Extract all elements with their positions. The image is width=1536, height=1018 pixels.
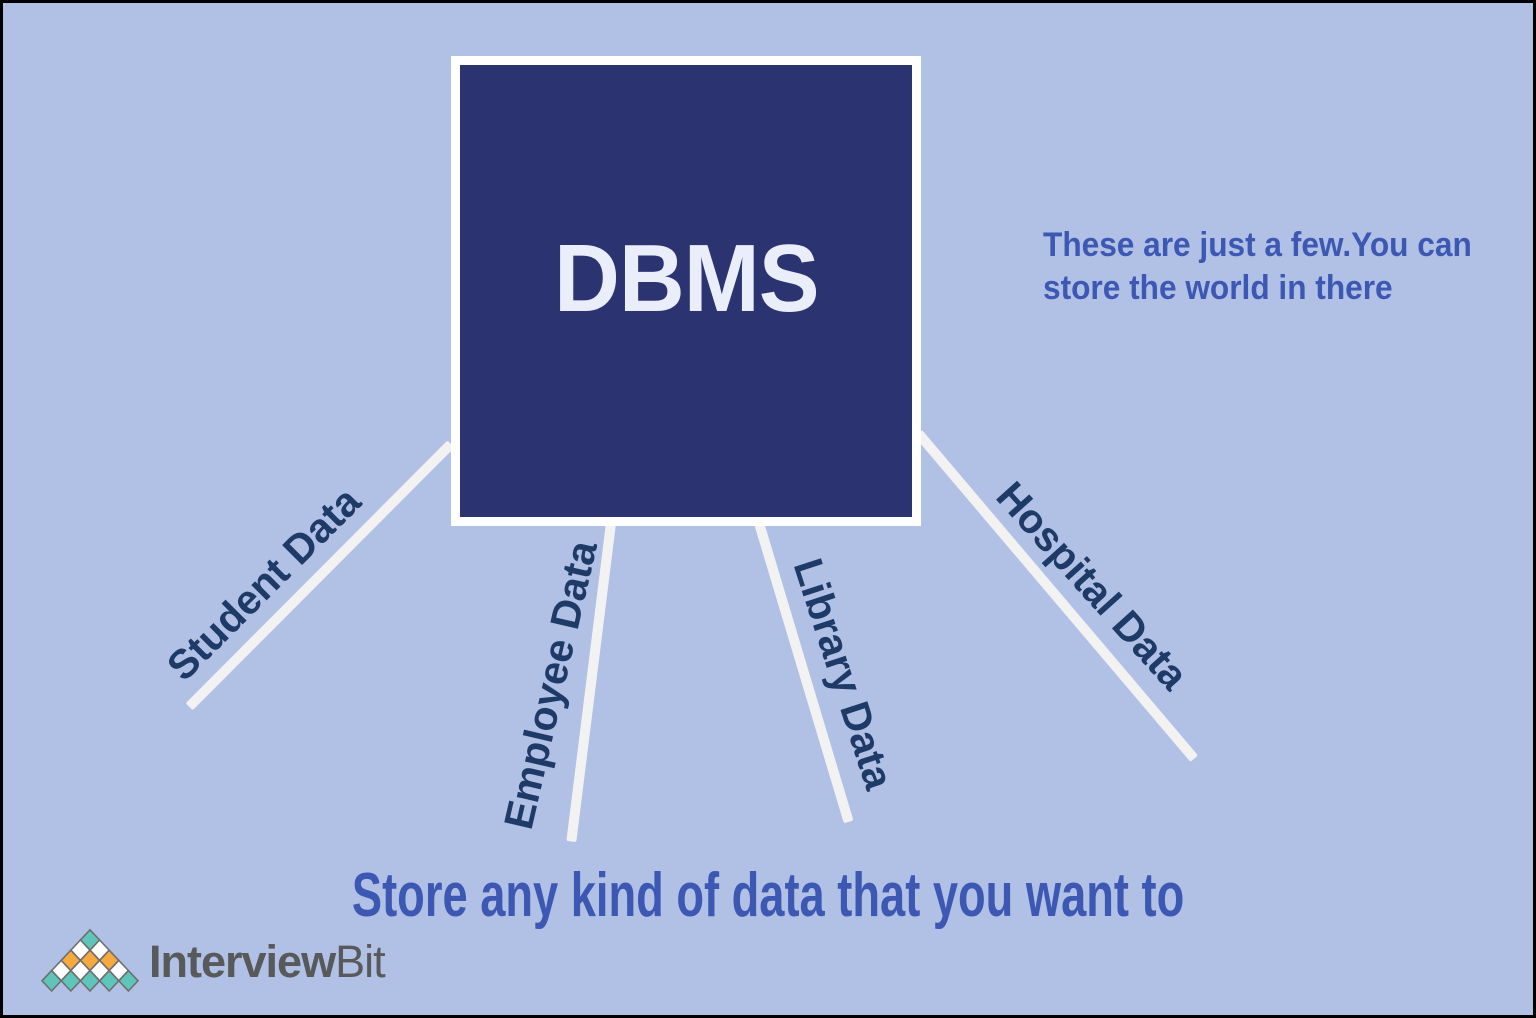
logo-pyramid-icon <box>40 928 140 993</box>
dbms-box: DBMS <box>451 56 921 526</box>
logo-wordmark-secondary: Bit <box>335 936 386 987</box>
logo-tile-teal <box>79 969 101 993</box>
bottom-caption: Store any kind of data that you want to <box>351 861 1185 930</box>
logo-tile-teal <box>60 969 82 993</box>
logo-wordmark: InterviewBit <box>149 936 386 988</box>
logo-wordmark-primary: Interview <box>149 936 336 987</box>
logo-tile-teal <box>40 969 63 993</box>
logo-tile-teal <box>98 969 120 993</box>
connector-line-hospital <box>914 429 1198 762</box>
branch-label-hospital: Hospital Data <box>987 472 1198 699</box>
interviewbit-logo: InterviewBit <box>34 927 454 1007</box>
side-note-line2: store the world in there <box>1043 269 1393 307</box>
connector-line-student <box>185 440 455 711</box>
branch-label-student: Student Data <box>157 477 370 690</box>
side-note: These are just a few.You can store the w… <box>1043 224 1472 310</box>
logo-tile-teal <box>117 969 140 993</box>
caption-row: Store any kind of data that you want to <box>3 860 1533 931</box>
dbms-box-title: DBMS <box>553 225 820 332</box>
side-note-line1: These are just a few.You can <box>1043 226 1472 264</box>
